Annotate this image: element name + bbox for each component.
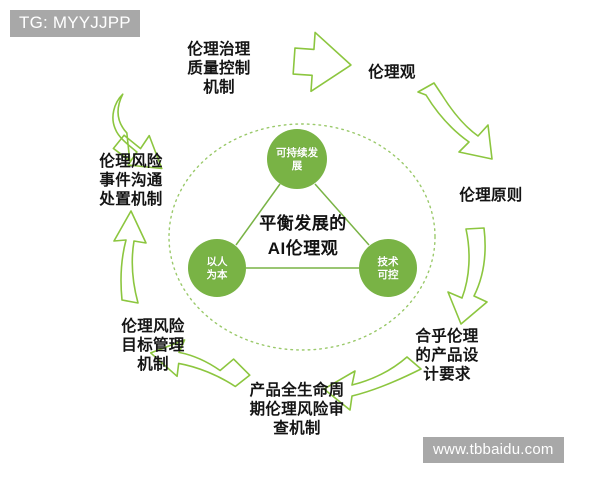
node-sustainable-development[interactable] (267, 129, 327, 189)
node-people-oriented[interactable] (188, 239, 246, 297)
arrow-top-right-to-right-icon (417, 82, 493, 160)
watermark-top-left: TG: MYYJJPP (10, 10, 140, 37)
dotted-boundary-circle (168, 123, 436, 351)
label-ethics-risk-goal-management: 伦理风险 目标管理 机制 (121, 318, 185, 373)
watermark-bottom-right: www.tbbaidu.com (423, 437, 564, 463)
label-ethics-view: 伦理观 (368, 64, 416, 81)
center-title: 平衡发展的 AI伦理观 (259, 214, 347, 258)
arrow-bottom-to-lower-left-icon (149, 339, 251, 388)
core-nodes (188, 129, 417, 297)
arrow-lower-right-to-bottom-icon (323, 356, 422, 411)
label-ethical-product-design: 合乎伦理 的产品设 计要求 (415, 328, 479, 383)
arrow-lower-left-to-upper-left-icon (112, 93, 163, 170)
label-ethics-principles: 伦理原则 (459, 187, 523, 204)
label-product-lifecycle-ethics-risk-review: 产品全生命周 期伦理风险审 查机制 (249, 382, 345, 437)
node-technology-controllable[interactable] (359, 239, 417, 297)
arrow-left-up-icon (113, 210, 147, 304)
label-ethics-risk-incident-communication: 伦理风险 事件沟通 处置机制 (99, 153, 163, 208)
node-connector-lines (235, 183, 370, 269)
label-ethics-governance-quality-control: 伦理治理 质量控制 机制 (187, 41, 251, 96)
arrow-right-to-lower-right-icon (447, 227, 488, 325)
arrow-top-left-to-top-right-icon (292, 31, 352, 93)
